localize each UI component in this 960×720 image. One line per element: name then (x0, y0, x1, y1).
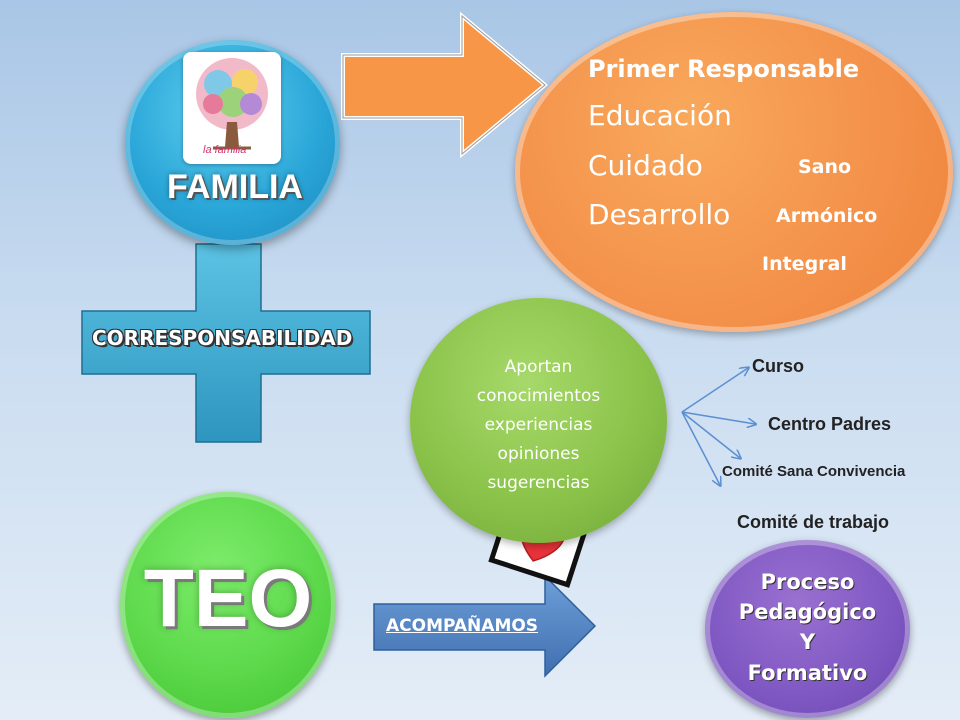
acompanamos-label: ACOMPAÑAMOS (386, 616, 539, 636)
proceso-line: Proceso (760, 570, 855, 594)
teo-label: TEO (143, 553, 313, 644)
armonico-text: Armónico (776, 205, 878, 227)
proceso-line: Y (799, 630, 816, 654)
aportan-line: Aportan (504, 357, 573, 377)
teo-circle (120, 492, 336, 718)
acompanamos-arrow (373, 574, 597, 678)
proceso-line: Formativo (747, 661, 868, 685)
responsable-ellipse (515, 12, 953, 332)
centro-padres-text: Centro Padres (768, 414, 892, 434)
cuidado-text: Cuidado (588, 149, 703, 182)
family-tree-icon (196, 58, 268, 150)
familia-label: FAMILIA (167, 168, 303, 206)
desarrollo-text: Desarrollo (588, 198, 731, 231)
comite-sana-convivencia-text: Comité Sana Convivencia (722, 463, 906, 480)
curso-text: Curso (752, 356, 805, 376)
familia-tree-image: la familia (183, 52, 281, 164)
comite-de-trabajo-text: Comité de trabajo (737, 512, 890, 532)
familia-to-responsable-arrow (341, 11, 549, 159)
proceso-circle (705, 540, 910, 718)
aportan-circle (410, 298, 667, 543)
familia-image-caption: la familia (203, 144, 247, 156)
educacion-text: Educación (588, 99, 732, 132)
proceso-line: Pedagógico (738, 600, 877, 624)
aportan-line: experiencias (484, 415, 593, 435)
aportan-line: opiniones (497, 444, 580, 464)
aportan-line: sugerencias (487, 473, 590, 493)
primer-responsable-text: Primer Responsable (588, 55, 860, 83)
aportan-connectors (681, 368, 755, 485)
sano-text: Sano (798, 156, 852, 178)
corresponsabilidad-label: CORRESPONSABILIDAD (92, 326, 353, 350)
integral-text: Integral (762, 253, 847, 275)
aportan-line: conocimientos (476, 386, 601, 406)
corresponsabilidad-cross (81, 243, 371, 443)
